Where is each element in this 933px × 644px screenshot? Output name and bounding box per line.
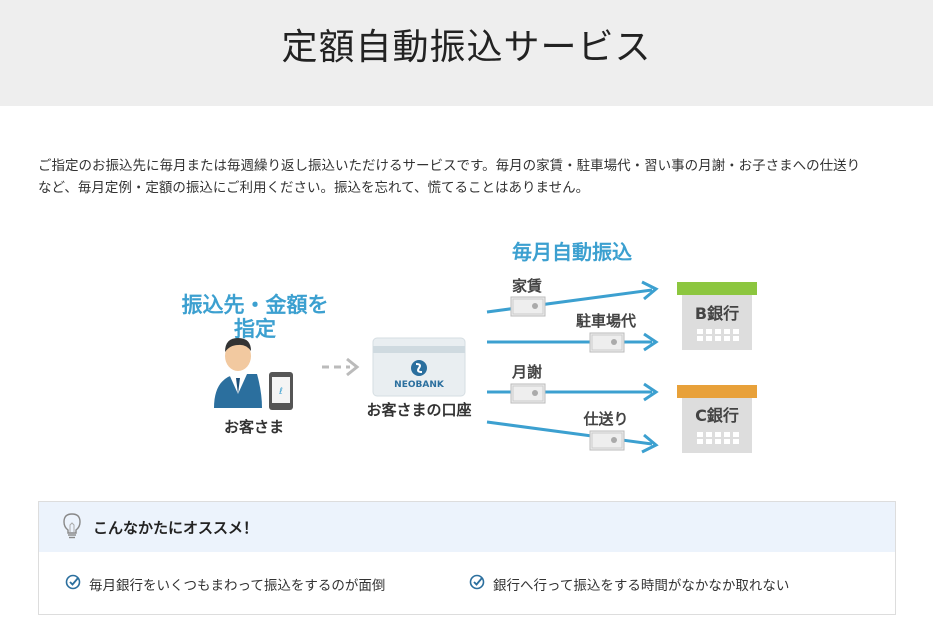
- banknote-icon: [510, 296, 546, 317]
- recommendation-item-text: 銀行へ行って振込をする時間がなかなか取れない: [493, 578, 790, 594]
- bank-card-icon: NEOBANK: [372, 337, 466, 397]
- svg-text:ℓ: ℓ: [278, 387, 283, 397]
- lightbulb-icon: [63, 513, 81, 539]
- bank-card-logo: NEOBANK: [394, 380, 445, 390]
- checkmark-circle-icon: [65, 574, 81, 590]
- checkmark-circle-icon: [469, 574, 485, 590]
- customer-label: お客さま: [224, 418, 284, 436]
- banknote-icon: [589, 332, 625, 353]
- bank-building-icon: [677, 385, 757, 453]
- specify-label-line1: 振込先・金額を: [182, 293, 329, 317]
- service-description: ご指定のお振込先に毎月または毎週繰り返し振込いただけるサービスです。毎月の家賃・…: [38, 155, 898, 199]
- dashed-arrow-icon: [322, 357, 360, 377]
- transfer-diagram: 振込先・金額を 指定 ℓ お客さま NEOBANK お客さまの口座 毎月自動振込: [182, 240, 757, 454]
- banknote-icon: [510, 383, 546, 404]
- transfer-label-allowance: 仕送り: [582, 410, 628, 428]
- bank-c-label: C銀行: [695, 406, 739, 425]
- banknote-icon: [589, 430, 625, 451]
- account-label: お客さまの口座: [366, 401, 471, 419]
- transfer-label-parking: 駐車場代: [576, 312, 636, 330]
- page-title: 定額自動振込サービス: [281, 27, 652, 68]
- customer-icon: [214, 338, 262, 408]
- page-header: 定額自動振込サービス: [0, 0, 933, 106]
- transfer-label-tuition: 月謝: [511, 363, 542, 381]
- description-line-2: など、毎月定例・定額の振込にご利用ください。振込を忘れて、慌てることはありません…: [38, 180, 590, 196]
- specify-label-line2: 指定: [234, 317, 276, 341]
- bank-building-icon: [677, 282, 757, 350]
- transfer-arrow-allowance: [486, 420, 659, 454]
- monthly-transfer-label: 毎月自動振込: [512, 240, 632, 264]
- recommendation-item-text: 毎月銀行をいくつもまわって振込をするのが面倒: [89, 578, 386, 594]
- description-line-1: ご指定のお振込先に毎月または毎週繰り返し振込いただけるサービスです。毎月の家賃・…: [38, 158, 861, 174]
- transfer-arrow-parking: [487, 332, 659, 352]
- recommendation-title: こんなかたにオススメ！: [93, 519, 259, 537]
- bank-b-label: B銀行: [695, 304, 739, 323]
- transfer-label-rent: 家賃: [512, 277, 542, 295]
- recommendation-box: こんなかたにオススメ！ 毎月銀行をいくつもまわって振込をするのが面倒 銀行へ行っ…: [38, 501, 896, 615]
- smartphone-icon: ℓ: [269, 372, 293, 410]
- recommendation-header: こんなかたにオススメ！: [39, 502, 895, 552]
